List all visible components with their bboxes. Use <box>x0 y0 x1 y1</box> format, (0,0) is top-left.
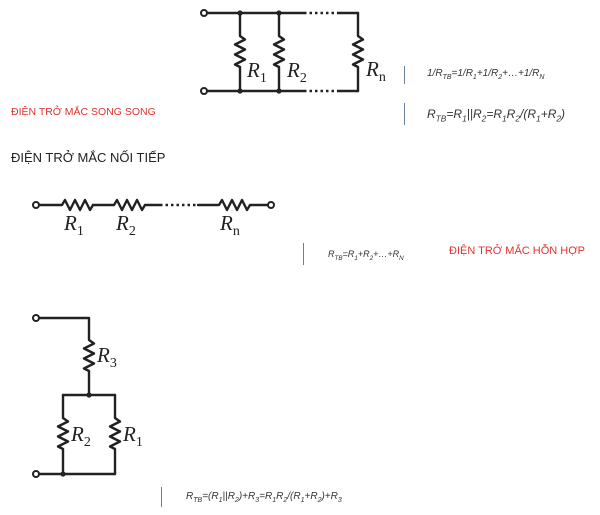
formula-subscript: 2 <box>234 497 239 504</box>
formula-subscript: N <box>539 74 545 81</box>
label-r3-mixed: R3 <box>96 343 117 371</box>
formula-text: +R <box>304 491 318 502</box>
mixed-circuit: R3 R2 R1 <box>32 314 143 478</box>
title-parallel: ĐIỆN TRỞ MẮC SONG SONG <box>11 106 156 118</box>
formula-subscript: 3 <box>255 497 260 504</box>
formula-subscript: 1 <box>272 497 277 504</box>
label-r1-mixed: R1 <box>122 422 143 450</box>
formula-subscript: 2 <box>515 113 521 124</box>
formula-text: +…+R <box>373 249 400 259</box>
mixed-terminal-bottom <box>32 470 40 478</box>
formula-parallel-two: RTB=R1||R2=R1R2/(R1+R2) <box>427 107 565 123</box>
formula-subscript: TB <box>334 254 343 262</box>
resistor-r1-series <box>37 198 95 212</box>
parallel-terminal-bottom <box>200 87 208 95</box>
label-r1-series: R1 <box>63 211 84 239</box>
formula-divider <box>404 103 405 125</box>
formula-subscript: 1 <box>502 113 507 124</box>
formula-divider <box>161 487 162 507</box>
formula-subscript: TB <box>442 74 452 81</box>
formula-text: R <box>186 491 194 502</box>
formula-subscript: 2 <box>317 497 322 504</box>
resistor-r2-parallel <box>272 11 286 93</box>
formula-text: R <box>328 249 335 259</box>
resistor-r1-mixed <box>108 393 122 476</box>
formula-text: +R <box>357 249 370 259</box>
formula-subscript: 2 <box>481 113 487 124</box>
formula-text: R <box>506 107 516 121</box>
formula-divider <box>404 66 405 84</box>
label-r2-mixed: R2 <box>70 422 91 450</box>
label-r1-parallel: R1 <box>246 58 267 86</box>
formula-text: =R <box>446 107 463 121</box>
formula-text: R <box>427 107 436 121</box>
resistor-r3-mixed <box>37 316 96 397</box>
formula-subscript: 1 <box>462 113 467 124</box>
formula-text: =(R <box>202 491 219 502</box>
formula-subscript: TB <box>193 497 203 504</box>
formula-text: ||R <box>466 107 482 121</box>
resistor-r1-parallel <box>233 11 247 93</box>
formula-text: 1/R <box>427 68 443 79</box>
formula-subscript: TB <box>435 113 447 124</box>
formula-text: R <box>276 491 284 502</box>
formula-text: ||R <box>222 491 235 502</box>
formula-series: RTB=R1+R2+…+RN <box>328 249 404 262</box>
formula-subscript: 2 <box>369 254 374 262</box>
title-series: ĐIỆN TRỞ MẮC NỐI TIẾP <box>11 150 166 165</box>
formula-divider <box>303 243 304 265</box>
formula-parallel-reciprocal: 1/RTB=1/R1+1/R2+…+1/RN <box>427 68 544 81</box>
formula-subscript: 2 <box>556 113 562 124</box>
formula-text: =R <box>259 491 273 502</box>
label-rn-series: Rn <box>219 211 240 239</box>
label-r2-parallel: R2 <box>286 58 307 86</box>
formula-text: =R <box>342 249 355 259</box>
series-terminal-right <box>267 201 275 209</box>
label-rn-parallel: Rn <box>365 57 386 85</box>
formula-subscript: 2 <box>283 497 288 504</box>
formula-mixed: RTB=(R1||R2)+R3=R1R2/(R1+R2)+R3 <box>186 491 342 504</box>
formula-text: =1/R <box>451 68 473 79</box>
formula-subscript: 1 <box>218 497 223 504</box>
label-r2-series: R2 <box>115 211 136 239</box>
formula-text: /(R <box>287 491 301 502</box>
formula-subscript: 2 <box>498 74 503 81</box>
resistor-rn-series <box>196 198 270 212</box>
formula-text: )+R <box>321 491 338 502</box>
parallel-circuit: R1 R2 Rn <box>200 9 386 95</box>
formula-text: +…+1/R <box>502 68 540 79</box>
formula-text: /(R <box>520 107 537 121</box>
formula-subscript: 1 <box>472 74 477 81</box>
resistor-r2-mixed <box>56 393 70 476</box>
formula-subscript: 1 <box>354 254 358 262</box>
title-mixed: ĐIỆN TRỞ MẮC HỖN HỢP <box>449 245 586 257</box>
formula-text: +R <box>540 107 557 121</box>
resistor-rn-parallel <box>351 11 365 93</box>
formula-subscript: 1 <box>536 113 541 124</box>
parallel-terminal-top <box>200 9 208 17</box>
formula-text: ) <box>561 107 566 121</box>
formula-subscript: 3 <box>337 497 342 504</box>
resistor-r2-series <box>91 198 162 212</box>
formula-text: +1/R <box>476 68 499 79</box>
formula-text: )+R <box>238 491 256 502</box>
formula-subscript: 1 <box>300 497 305 504</box>
formula-text: =R <box>486 107 502 121</box>
series-circuit: R1 R2 Rn <box>32 198 275 239</box>
formula-subscript: N <box>399 254 404 262</box>
